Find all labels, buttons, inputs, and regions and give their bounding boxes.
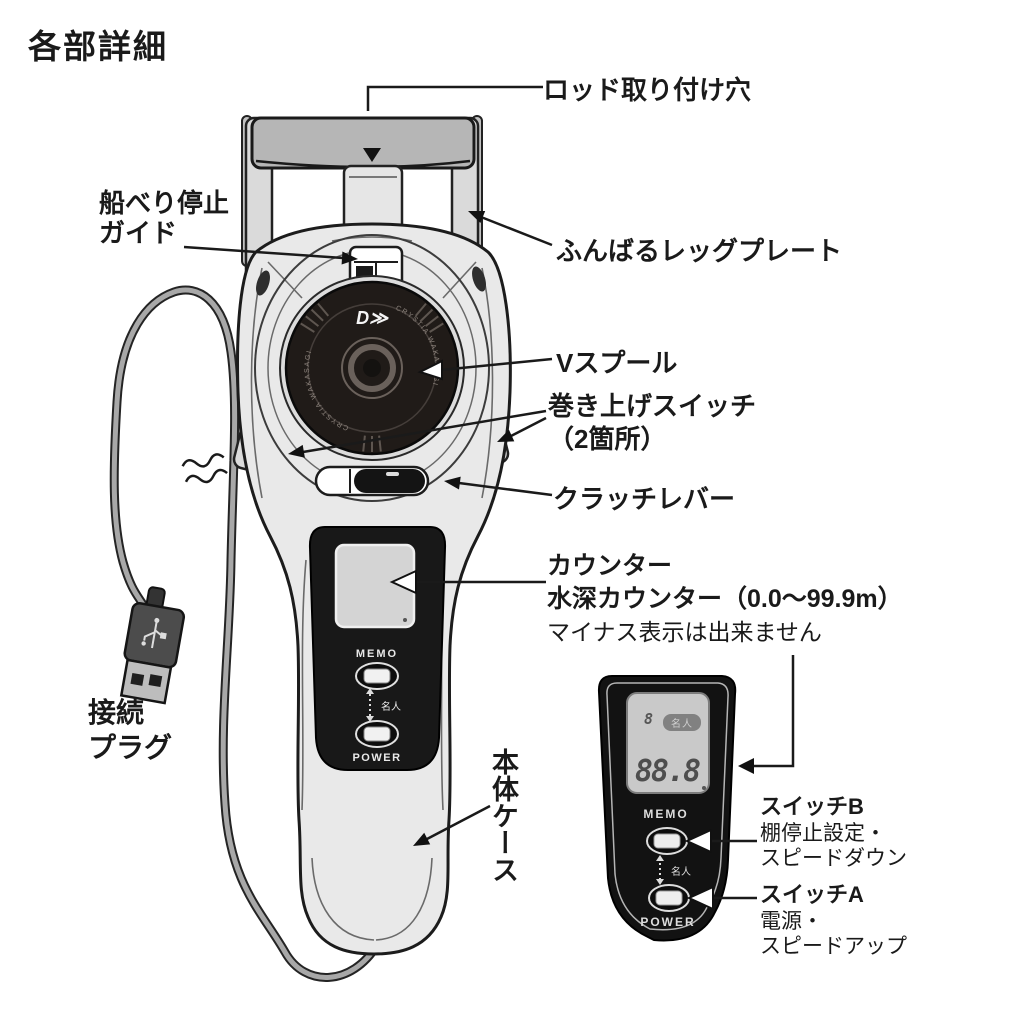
callout-arrowheads-white <box>389 359 714 911</box>
callout-line-v-spool <box>440 357 553 372</box>
label-counter-line2: 水深カウンター（0.0～99.9m） <box>547 585 903 613</box>
clutch-lever <box>314 465 430 497</box>
mini-lcd-digits: 88.8 <box>635 754 700 789</box>
label-gunwale-stop-line2: ガイド <box>99 218 178 248</box>
label-switch-a-line2: スピードアップ <box>760 935 907 958</box>
counter-panel: MEMO 名人 POWER <box>308 526 447 771</box>
callout-lines <box>183 85 795 900</box>
rod-attachment-post <box>342 148 404 240</box>
label-switch-a-title: スイッチA <box>760 882 864 907</box>
label-switch-b: スイッチB 棚停止設定・ スピードダウン <box>760 794 907 871</box>
label-gunwale-stop: 船べり停止 ガイド <box>99 188 229 248</box>
arrowhead-mini-counter-icon <box>738 758 754 774</box>
shoulder-slot-left <box>256 270 270 296</box>
memo-button-label: MEMO <box>356 648 398 660</box>
callout-line-leg-plate <box>480 215 553 247</box>
shoulder-slot-right <box>472 266 486 292</box>
label-v-spool: Vスプール <box>556 348 678 378</box>
v-spool: CRYSTIA WAKASAGI CRYSTIA WAKASAGI D≫ <box>279 275 465 461</box>
mini-counter-detail: 8 名人 88.8 MEMO 名人 POWER <box>597 675 737 942</box>
mini-lcd-mode-digit: 8 <box>644 710 653 728</box>
label-switch-b-line2: スピードダウン <box>760 847 907 870</box>
label-hoist-switch: 巻き上げスイッチ （2箇所） <box>548 390 756 456</box>
callout-line-mini-counter <box>753 655 795 768</box>
callout-arrowheads-black <box>288 211 754 846</box>
label-leg-plate: ふんばるレッグプレート <box>556 236 843 266</box>
rod-clamp-bar <box>250 116 476 170</box>
label-plug-line2: プラグ <box>88 732 173 763</box>
label-counter-line1: カウンター <box>547 552 673 580</box>
mini-meijin-label: 名人 <box>671 865 691 878</box>
label-plug: 接続 プラグ <box>88 695 172 765</box>
label-counter: カウンター 水深カウンター（0.0～99.9m） マイナス表示は出来ません <box>547 550 903 649</box>
arrowhead-switch-b-icon <box>684 828 712 854</box>
arrowhead-clutch-icon <box>444 476 461 490</box>
arrowhead-switch-a-icon <box>686 885 714 911</box>
arrowhead-counter-icon <box>389 569 417 595</box>
label-switch-b-title: スイッチB <box>760 794 864 819</box>
arrowhead-hoist-right-icon <box>497 429 515 442</box>
arrowhead-body-case-icon <box>413 832 431 846</box>
cable-break-mark <box>178 453 230 484</box>
label-plug-line1: 接続 <box>88 697 145 728</box>
arrowhead-leg-plate-icon <box>468 211 486 223</box>
usb-cable <box>109 285 382 982</box>
mini-lcd-badge <box>663 714 701 731</box>
power-button-label: POWER <box>352 752 401 764</box>
rod-hole-pointer-icon <box>363 148 381 162</box>
mini-power-label: POWER <box>640 915 695 929</box>
label-hoist-switch-line2: （2箇所） <box>548 424 667 454</box>
label-body-case: 本体ケース <box>488 748 518 883</box>
label-clutch-lever: クラッチレバー <box>553 484 736 514</box>
callout-line-gunwale <box>183 245 344 260</box>
callout-line-rod-hole <box>366 85 543 111</box>
label-switch-a: スイッチA 電源・ スピードアップ <box>760 882 907 959</box>
label-switch-b-line1: 棚停止設定・ <box>760 822 886 845</box>
callout-line-hoist-right <box>510 416 547 438</box>
spool-ridges <box>300 303 444 452</box>
arrowhead-v-spool-icon <box>417 359 443 381</box>
meijin-label: 名人 <box>381 700 401 713</box>
page-title: 各部詳細 <box>28 28 168 65</box>
label-switch-a-line1: 電源・ <box>760 910 823 933</box>
arrowhead-hoist-left-icon <box>288 444 305 458</box>
usb-plug <box>119 586 186 705</box>
mini-lcd-badge-label: 名人 <box>671 717 693 730</box>
label-rod-hole: ロッド取り付け穴 <box>543 75 752 105</box>
arrowhead-gunwale-icon <box>341 251 358 265</box>
label-gunwale-stop-line1: 船べり停止 <box>99 188 230 218</box>
callout-line-body-case <box>426 804 491 841</box>
label-hoist-switch-line1: 巻き上げスイッチ <box>548 391 757 421</box>
mini-memo-label: MEMO <box>643 807 688 821</box>
usb-trident-icon <box>141 617 167 649</box>
daiwa-logo-icon: D≫ <box>356 308 389 328</box>
label-counter-line3: マイナス表示は出来ません <box>547 619 822 645</box>
callout-line-hoist-left <box>302 409 547 454</box>
callout-line-clutch <box>458 481 553 497</box>
